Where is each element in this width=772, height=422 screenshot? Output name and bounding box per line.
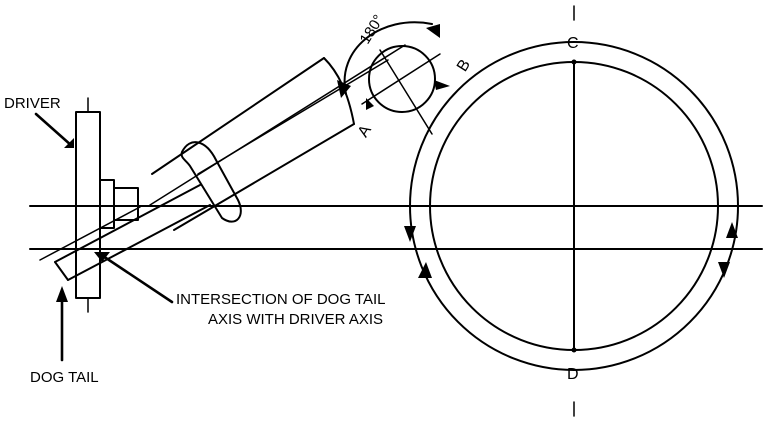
dog-tail-label: DOG TAIL: [30, 369, 99, 386]
driver-label: DRIVER: [4, 95, 61, 112]
point-d-dot: [571, 347, 577, 353]
point-c-label: C: [567, 35, 579, 52]
pointer-b: [434, 80, 450, 90]
point-d-label: D: [567, 366, 579, 383]
driver-flange: [75, 97, 139, 313]
point-a-label: A: [355, 122, 375, 140]
pointer-a: [366, 98, 374, 110]
arrow-head-right: [426, 24, 440, 38]
dog-tail-shaft: [39, 184, 211, 281]
arrow-head-left: [337, 80, 351, 98]
intersection-label-line1: INTERSECTION OF DOG TAIL: [176, 291, 385, 308]
point-c-dot: [571, 59, 577, 65]
side-arrows: [404, 222, 738, 278]
collar: [180, 141, 242, 223]
leader-arrows: [34, 112, 174, 362]
intersection-label-line2: AXIS WITH DRIVER AXIS: [208, 311, 383, 328]
dial-indicator: [361, 45, 441, 135]
point-b-label: B: [454, 57, 474, 75]
rotation-arc: [337, 21, 440, 98]
